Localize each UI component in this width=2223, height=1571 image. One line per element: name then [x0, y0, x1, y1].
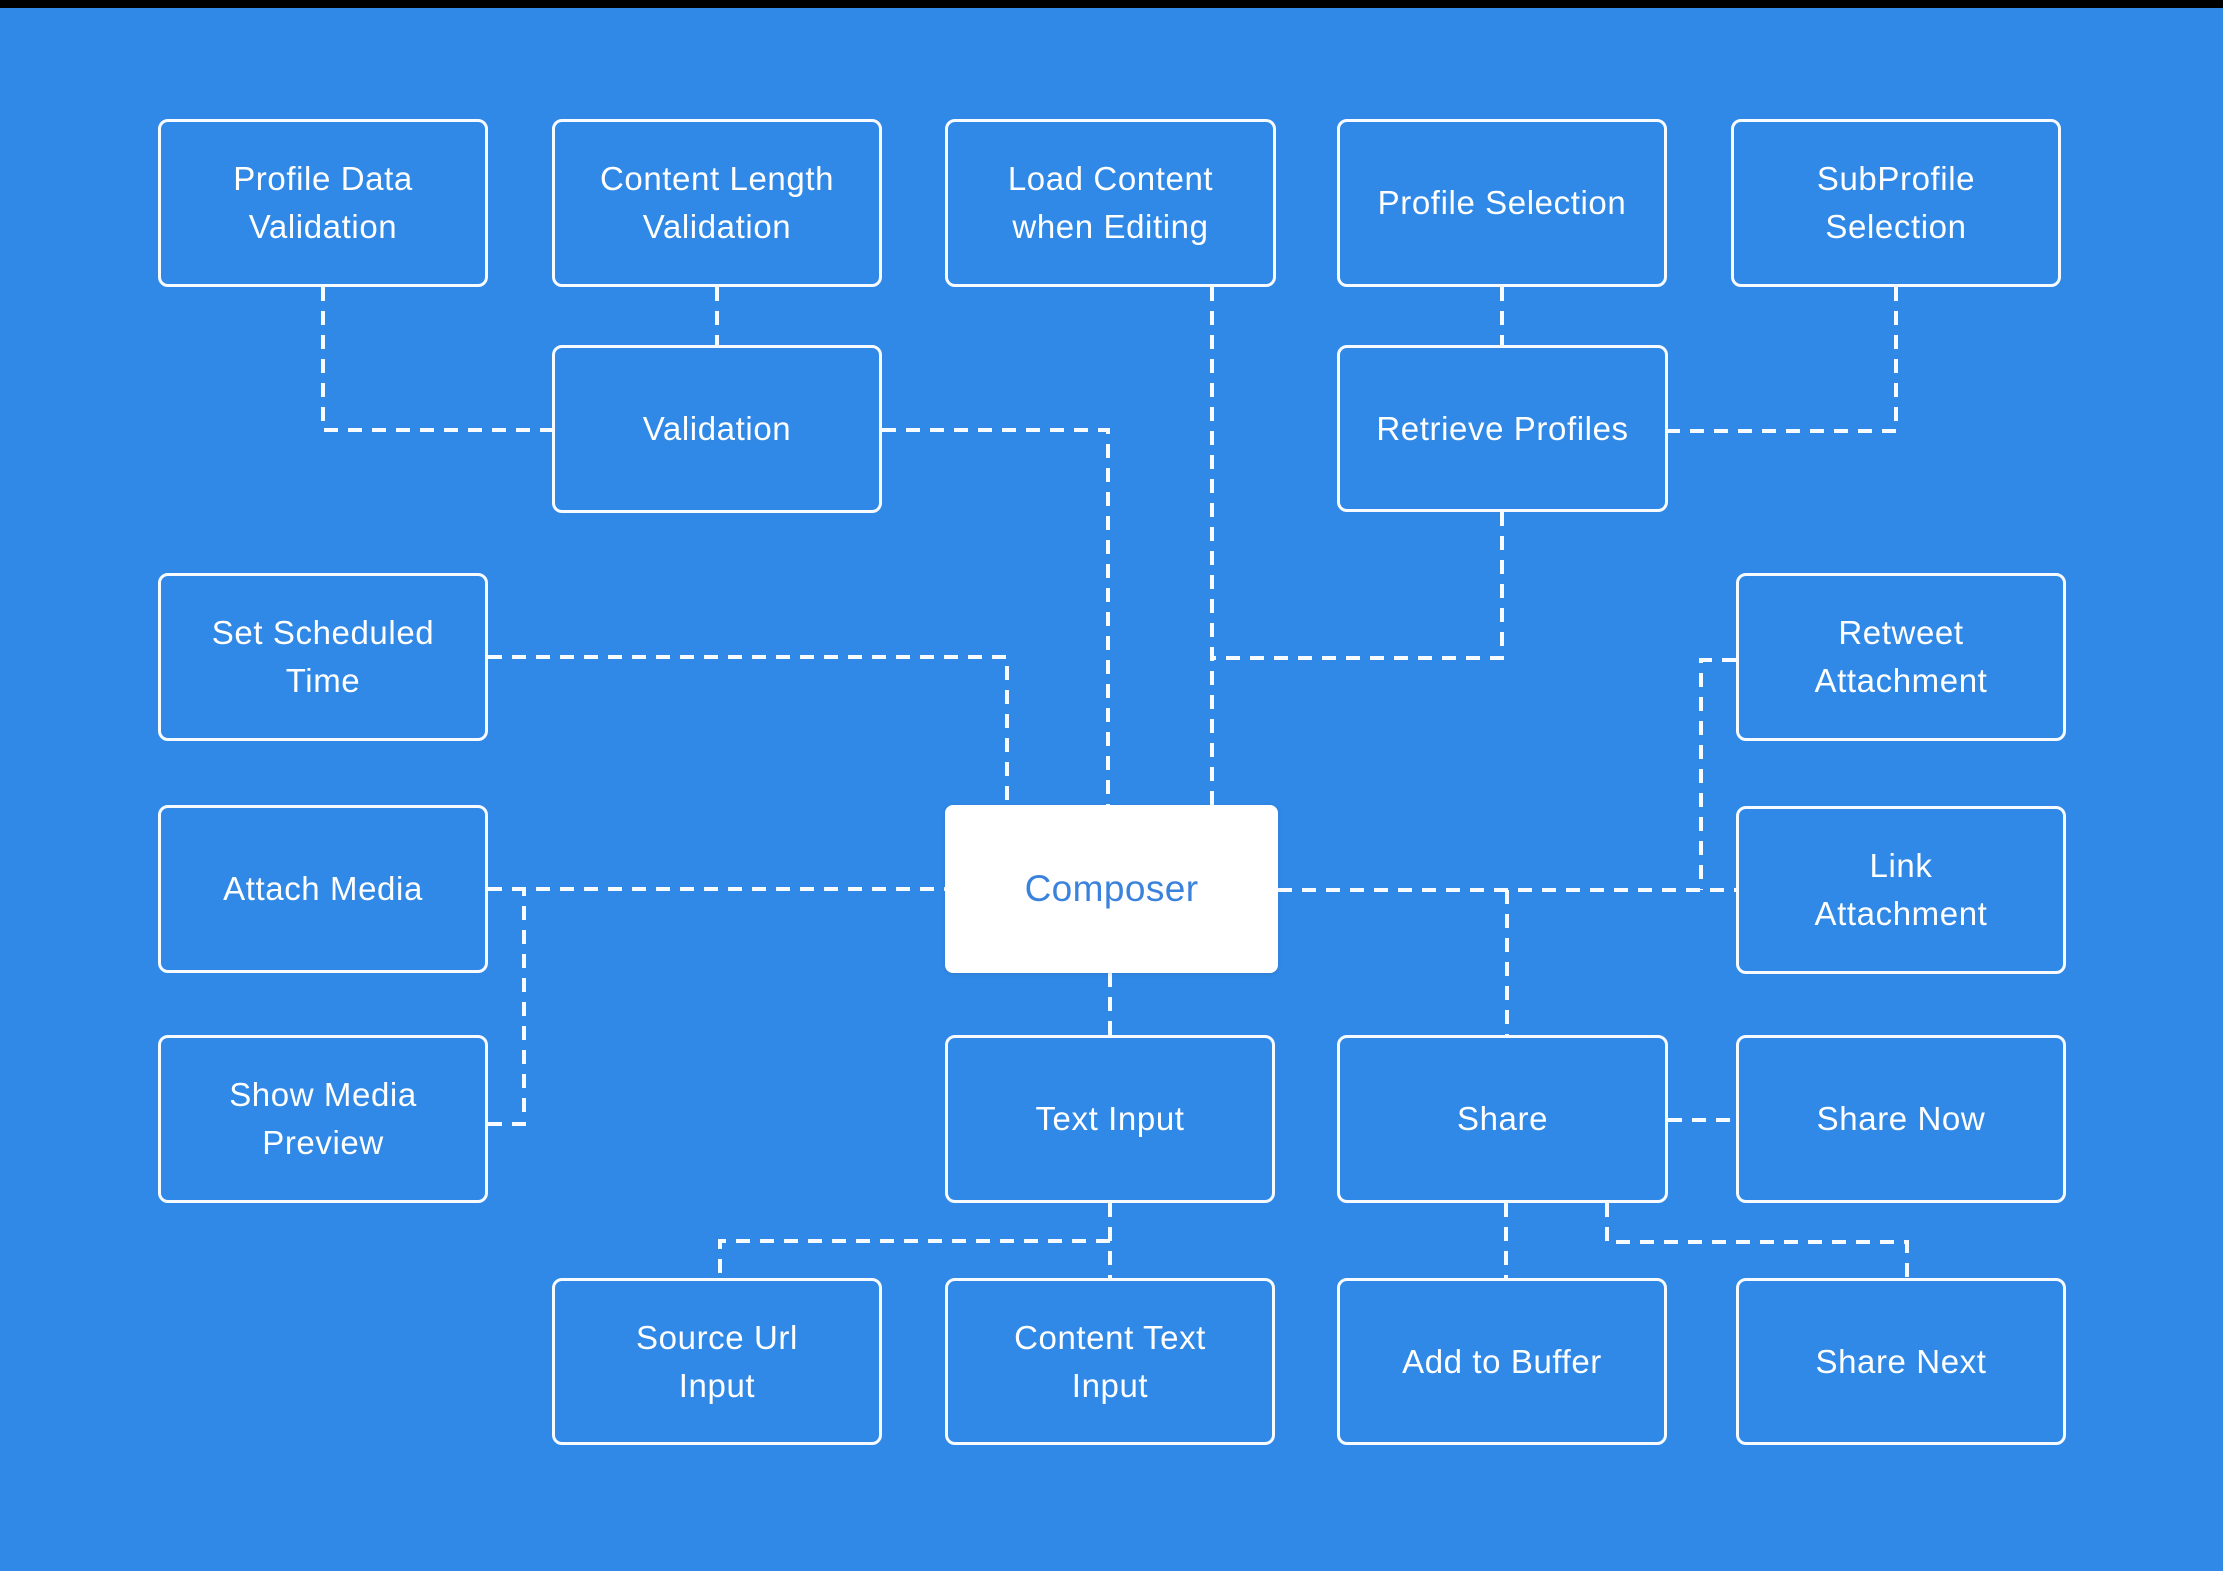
- node-retrieve-profiles[interactable]: Retrieve Profiles: [1337, 345, 1668, 512]
- node-label: Content Text Input: [1014, 1318, 1206, 1404]
- node-label: Attach Media: [223, 870, 423, 908]
- node-label: Composer: [1024, 868, 1199, 910]
- node-subprofile-selection[interactable]: SubProfile Selection: [1731, 119, 2061, 287]
- node-label: Share Now: [1816, 1100, 1986, 1138]
- node-link-attachment[interactable]: Link Attachment: [1736, 806, 2066, 974]
- node-label: Add to Buffer: [1402, 1342, 1602, 1380]
- node-source-url-input[interactable]: Source Url Input: [552, 1278, 882, 1445]
- node-label: Share: [1456, 1100, 1549, 1138]
- node-content-length-validation[interactable]: Content Length Validation: [552, 119, 882, 287]
- node-load-content-when-editing[interactable]: Load Content when Editing: [945, 119, 1276, 287]
- edge-show-media-preview--attach-media: [488, 889, 526, 1126]
- window-top-edge: [0, 0, 2223, 8]
- node-profile-data-validation[interactable]: Profile Data Validation: [158, 119, 488, 287]
- node-label: Link Attachment: [1814, 847, 1988, 932]
- node-label: Validation: [642, 410, 792, 448]
- node-label: Profile Selection: [1377, 184, 1627, 222]
- node-label: Retrieve Profiles: [1376, 409, 1629, 447]
- node-composer[interactable]: Composer: [945, 805, 1278, 973]
- node-share-next[interactable]: Share Next: [1736, 1278, 2066, 1445]
- node-label: Show Media Preview: [229, 1076, 417, 1161]
- node-set-scheduled-time[interactable]: Set Scheduled Time: [158, 573, 488, 741]
- node-label: Set Scheduled Time: [211, 614, 435, 699]
- node-share[interactable]: Share: [1337, 1035, 1668, 1203]
- node-label: Source Url Input: [636, 1318, 798, 1404]
- edge-profile-data-validation--validation: [321, 287, 552, 432]
- node-attach-media[interactable]: Attach Media: [158, 805, 488, 973]
- edge-retweet-attachment--composer: [1699, 658, 1736, 890]
- node-retweet-attachment[interactable]: Retweet Attachment: [1736, 573, 2066, 741]
- node-label: Retweet Attachment: [1814, 614, 1988, 699]
- edge-validation--composer: [882, 428, 1110, 805]
- node-add-to-buffer[interactable]: Add to Buffer: [1337, 1278, 1667, 1445]
- node-profile-selection[interactable]: Profile Selection: [1337, 119, 1667, 287]
- edge-set-scheduled-time--composer: [488, 655, 1009, 805]
- edge-retrieve-profiles--composer: [1212, 512, 1504, 660]
- node-text-input[interactable]: Text Input: [945, 1035, 1275, 1203]
- edge-text-input--source-url-input: [718, 1239, 1110, 1278]
- node-label: Content Length Validation: [599, 160, 835, 245]
- node-content-text-input[interactable]: Content Text Input: [945, 1278, 1275, 1445]
- node-label: Load Content when Editing: [1007, 160, 1214, 245]
- node-label: SubProfile Selection: [1816, 160, 1976, 245]
- node-share-now[interactable]: Share Now: [1736, 1035, 2066, 1203]
- node-show-media-preview[interactable]: Show Media Preview: [158, 1035, 488, 1203]
- node-validation[interactable]: Validation: [552, 345, 882, 513]
- node-label: Share Next: [1815, 1342, 1987, 1380]
- edge-subprofile-selection--retrieve-profiles: [1668, 287, 1898, 433]
- node-label: Text Input: [1035, 1100, 1185, 1138]
- node-label: Profile Data Validation: [233, 160, 413, 245]
